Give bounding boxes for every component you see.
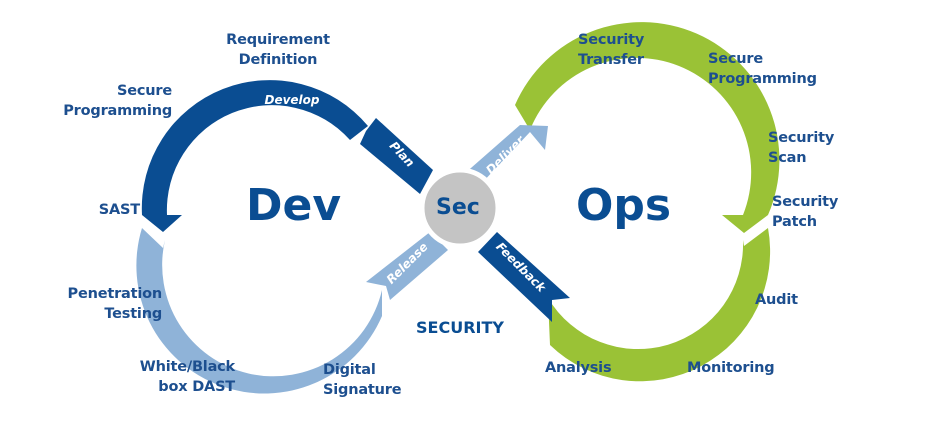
practice-sast: SAST <box>98 202 140 218</box>
stage-ops-develop: Develop <box>593 93 648 107</box>
stage-operate: Operate <box>721 147 746 204</box>
deliver-segment <box>463 125 548 185</box>
sec-title: Sec <box>436 195 480 220</box>
practice-analysis: Analysis <box>545 360 612 376</box>
plan-segment <box>360 118 433 194</box>
sec-circle <box>419 167 501 249</box>
dev-develop-build-arc <box>141 80 368 232</box>
stage-test: Test <box>276 324 305 338</box>
practice-monitoring: Monitoring <box>687 360 775 376</box>
stage-monitor: Monitor <box>595 323 649 337</box>
ops-monitor-arc <box>548 228 771 382</box>
stage-dev-develop: Develop <box>264 93 319 107</box>
release-segment <box>366 232 448 300</box>
ops-develop-operate-arc <box>515 22 780 234</box>
feedback-segment <box>478 232 570 322</box>
practice-audit: Audit <box>755 292 798 308</box>
security-title: SECURITY <box>416 318 504 337</box>
dev-test-arc <box>136 228 382 394</box>
dev-title: Dev <box>246 180 342 231</box>
ops-title: Ops <box>576 180 672 231</box>
